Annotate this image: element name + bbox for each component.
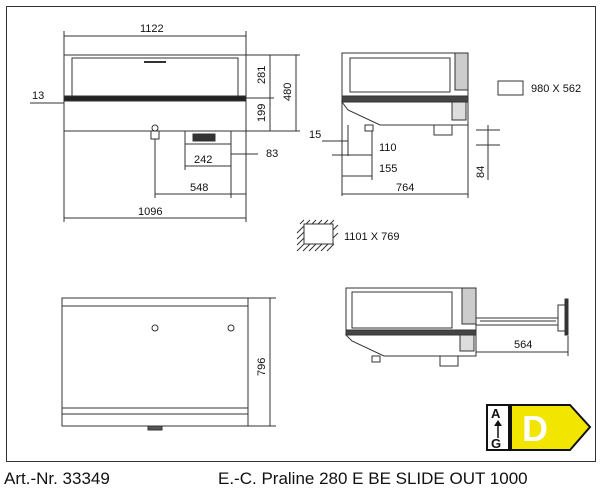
energy-class: D bbox=[522, 408, 548, 449]
dim-199: 199 bbox=[256, 104, 268, 122]
energy-class-arrow bbox=[510, 404, 592, 451]
dim-564: 564 bbox=[514, 339, 532, 351]
cutout-symbol bbox=[296, 219, 339, 252]
dim-lines-side bbox=[322, 102, 500, 198]
dim-line-vertical bbox=[246, 54, 300, 132]
dim-242: 242 bbox=[194, 154, 212, 166]
dim-110: 110 bbox=[379, 142, 397, 154]
dim-796: 796 bbox=[256, 358, 268, 376]
dim-83: 83 bbox=[266, 148, 278, 160]
drawing-frame bbox=[6, 6, 596, 462]
dim-548: 548 bbox=[190, 182, 208, 194]
dim-line-564 bbox=[475, 332, 569, 356]
front-view bbox=[63, 54, 247, 145]
energy-label: A G D bbox=[486, 404, 592, 451]
dim-opening: 980 X 562 bbox=[531, 83, 581, 95]
dim-line-796 bbox=[248, 297, 276, 427]
dim-13: 13 bbox=[32, 90, 44, 102]
dim-lines-bottom bbox=[63, 131, 258, 222]
dim-281: 281 bbox=[256, 66, 268, 84]
plan-view bbox=[61, 297, 249, 431]
opening-symbol bbox=[497, 80, 524, 96]
side-view bbox=[341, 52, 469, 136]
dim-line-1122 bbox=[63, 31, 247, 55]
energy-arrowhead-icon bbox=[494, 420, 502, 426]
dim-764: 764 bbox=[396, 182, 414, 194]
dim-15: 15 bbox=[309, 129, 321, 141]
product-name: E.-C. Praline 280 E BE SLIDE OUT 1000 bbox=[218, 469, 528, 488]
dim-1096: 1096 bbox=[138, 206, 162, 218]
article-number: Art.-Nr. 33349 bbox=[4, 469, 110, 488]
dim-84: 84 bbox=[475, 166, 487, 178]
dim-1122: 1122 bbox=[140, 23, 164, 35]
dim-line-13 bbox=[30, 98, 65, 108]
slide-out-view bbox=[344, 287, 569, 367]
dim-cutout: 1101 X 769 bbox=[344, 231, 399, 243]
dim-155: 155 bbox=[379, 163, 397, 175]
energy-scale-top: A bbox=[491, 406, 501, 421]
dim-480: 480 bbox=[282, 83, 294, 101]
energy-scale-bottom: G bbox=[491, 436, 501, 451]
